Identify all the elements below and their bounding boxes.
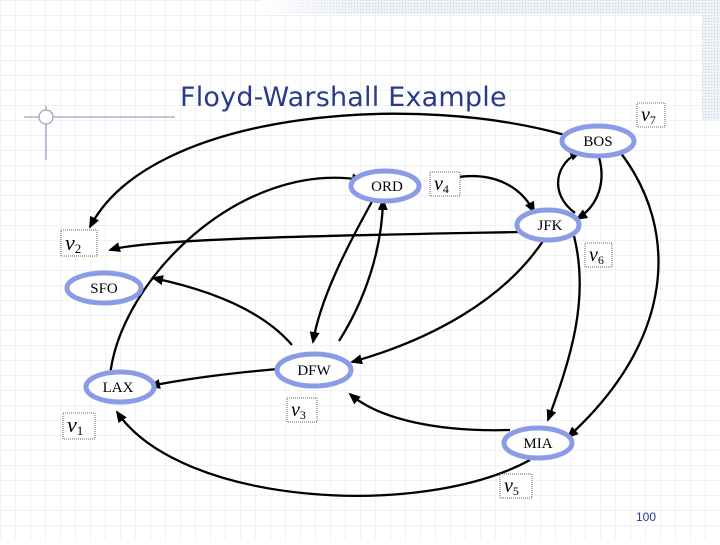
vertex-tag-v2: v2 [60,229,98,257]
edge-bos-sfo [88,112,576,229]
edge-dfw-sfo [151,275,293,346]
vertex-tag-v1: v1 [62,412,96,440]
vertex-tag-v6: v6 [584,242,613,268]
page-number: 100 [636,510,657,524]
edge-dfw-lax [148,366,291,389]
svg-text:v6: v6 [589,244,604,267]
edge-lax-ord [108,173,364,377]
nodes [64,123,637,461]
vertex-tag-v7: v7 [636,102,666,128]
edge-ord-dfw [309,197,376,344]
edge-dfw-ord [338,198,388,342]
node-dfw-label: DFW [297,363,331,379]
node-sfo [64,270,144,306]
edge-jfk-sfo [108,230,521,252]
edge-ord-jfk [451,174,536,214]
node-lax-label: LAX [103,380,134,396]
svg-text:v7: v7 [641,104,656,127]
edge-mia-dfw [348,392,511,432]
edge-jfk-mia [546,235,581,422]
node-ord-label: ORD [371,179,403,195]
svg-text:v3: v3 [291,399,306,422]
node-dfw [274,351,354,389]
node-mia-label: MIA [523,436,552,452]
edge-bos-mia [566,151,660,439]
svg-text:v2: v2 [65,230,81,256]
vertex-tag-v3: v3 [286,397,318,423]
svg-text:v1: v1 [67,412,83,438]
edge-jfk-dfw [350,237,546,365]
node-bos [559,123,637,159]
title-rule-bullet [38,109,54,125]
edge-bos-jfk [575,150,603,221]
node-sfo-label: SFO [90,281,118,297]
node-lax [83,369,157,405]
edge-mia-lax [115,410,531,497]
vertex-tag-v5: v5 [499,473,533,499]
node-bos-label: BOS [583,134,612,150]
edges [88,112,660,497]
node-ord [348,168,422,204]
edge-jfk-bos [557,150,582,214]
background-right-texture [702,0,720,120]
node-jfk [514,207,582,243]
node-mia [501,425,575,461]
node-jfk-label: JFK [537,218,562,234]
vertex-tags: v7 v4 v6 v2 v3 v1 [60,102,666,499]
vertex-tag-v4: v4 [429,171,461,197]
svg-text:v4: v4 [434,173,449,196]
svg-text:v5: v5 [504,475,519,498]
slide-title: Floyd-Warshall Example [180,82,507,113]
